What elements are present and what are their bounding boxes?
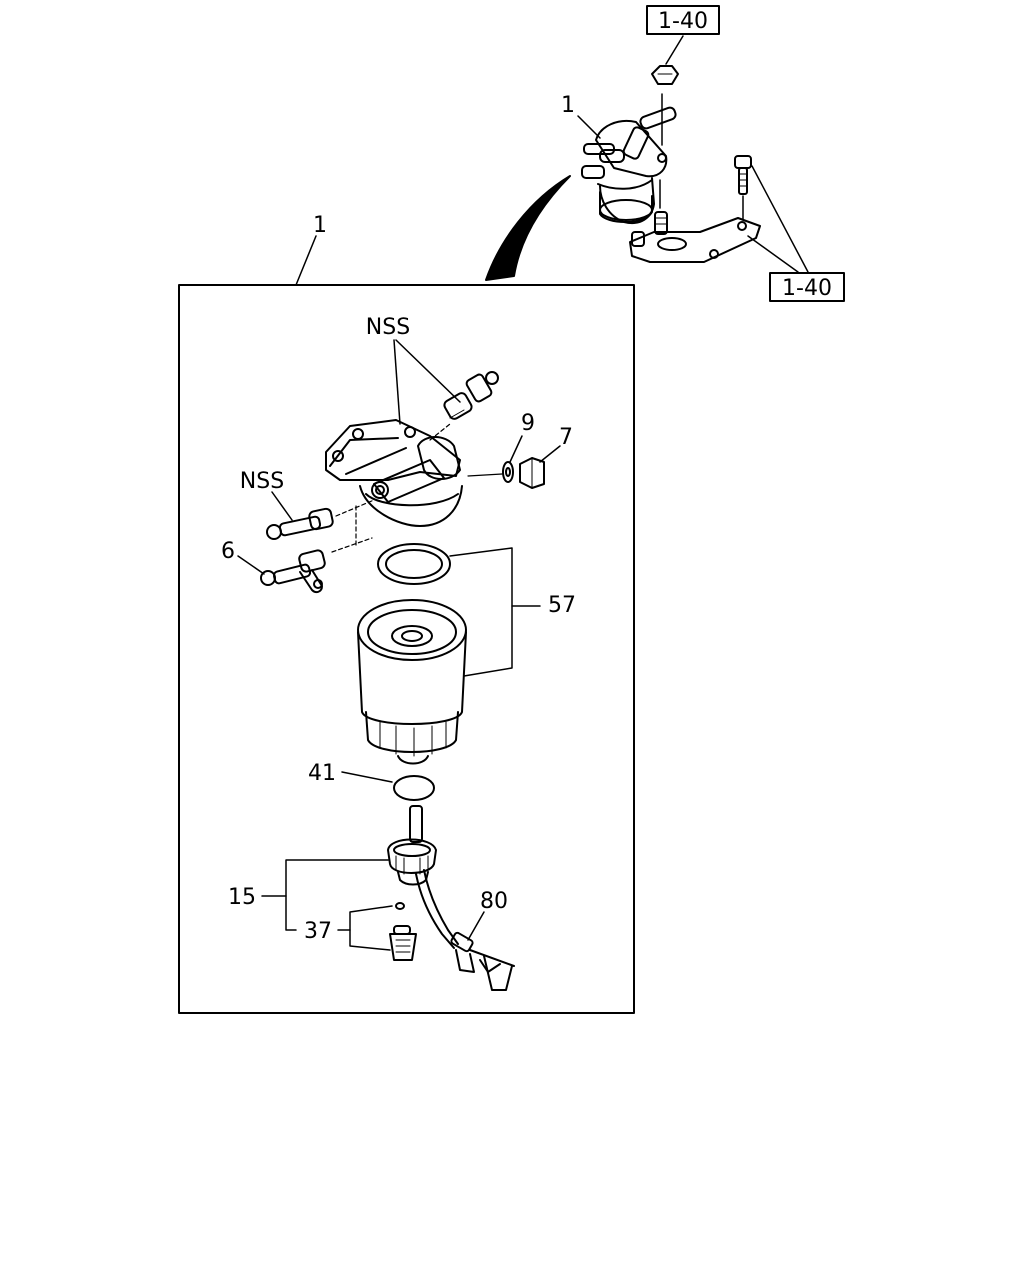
- gasket-ring: [377, 543, 451, 585]
- label-part-41: 41: [308, 761, 336, 786]
- zoom-arrow: [485, 175, 571, 281]
- fitting-6: [260, 549, 326, 594]
- leader-assembly-top: [577, 115, 601, 139]
- leader-41: [341, 771, 393, 783]
- small-o-ring: [395, 902, 405, 910]
- fitting-6-dashline: [331, 537, 373, 553]
- water-sensor-15: [387, 805, 515, 991]
- bracket-57: [449, 547, 513, 677]
- leader-9: [509, 435, 523, 463]
- label-part-7: 7: [559, 425, 573, 450]
- detail-frame: [178, 284, 635, 1014]
- label-part-9: 9: [521, 411, 535, 436]
- label-part-57: 57: [548, 593, 576, 618]
- outlet-fitting: [371, 436, 461, 503]
- nss-fitting-upper: [443, 371, 499, 420]
- nss-left-dashline: [335, 499, 375, 517]
- bracket-37: [349, 905, 393, 951]
- label-part-37: 37: [304, 919, 332, 944]
- bolt-axis: [467, 473, 503, 477]
- label-part-15: 15: [228, 885, 256, 910]
- nss-upper-dashline: [429, 423, 451, 441]
- filter-element: [357, 599, 467, 765]
- label-nss-upper: NSS: [366, 315, 410, 340]
- nss-fitting-left: [266, 507, 334, 540]
- label-assembly-top: 1: [561, 93, 575, 118]
- bracket: [629, 217, 761, 263]
- washer-9: [502, 461, 514, 483]
- nut-top: [651, 65, 679, 85]
- filter-head-small: [581, 106, 677, 224]
- leader-ref-top: [665, 35, 684, 65]
- leader-80: [467, 911, 485, 941]
- leader-ref-right-a: [751, 165, 809, 273]
- label-assembly-box: 1: [313, 213, 327, 238]
- drain-plug-37: [389, 925, 417, 961]
- filter-head: [325, 419, 463, 527]
- leader-nss-left: [271, 491, 293, 521]
- leader-6: [237, 555, 265, 575]
- leader-assembly-box: [295, 235, 317, 286]
- ref-box-top[interactable]: [646, 5, 720, 35]
- ref-box-right[interactable]: [769, 272, 845, 302]
- label-nss-left: NSS: [240, 469, 284, 494]
- bracket-15: [285, 859, 389, 931]
- leader-nss-upper-b: [395, 339, 461, 403]
- leader-nss-upper-a: [393, 339, 401, 425]
- o-ring-41: [393, 775, 435, 801]
- bolt-small: [734, 155, 752, 195]
- ref-top-label: 1-40: [658, 9, 708, 34]
- leader-ref-right-b: [747, 235, 799, 273]
- stud-small: [654, 211, 668, 235]
- bolt-7: [519, 457, 545, 489]
- ref-right-label: 1-40: [782, 276, 832, 301]
- leader-7: [539, 445, 561, 463]
- label-part-80: 80: [480, 889, 508, 914]
- label-part-6: 6: [221, 539, 235, 564]
